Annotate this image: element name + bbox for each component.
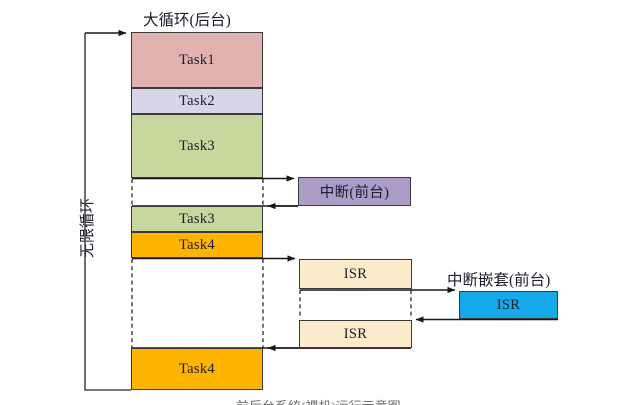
diagram-title-big-loop: 大循环(后台) [143,12,231,29]
block-task4-first: Task4 [131,232,263,258]
block-task1: Task1 [131,32,263,88]
block-nested-isr: ISR [459,291,558,319]
nested-interrupt-label: 中断嵌套(前台) [447,272,551,289]
block-task3-second: Task3 [131,206,263,232]
block-task2: Task2 [131,88,263,114]
block-isr-second: ISR [299,320,412,348]
block-task3-first: Task3 [131,114,263,178]
infinite-loop-label: 无限循环 [80,197,96,258]
block-task4-second: Task4 [131,348,263,390]
figure-caption-clipped: 前后台系统(裸机)运行示意图 [0,396,641,405]
figure-caption-text: 前后台系统(裸机)运行示意图 [236,396,401,405]
block-isr-first: ISR [299,259,412,289]
block-interrupt-box: 中断(前台) [298,177,411,206]
